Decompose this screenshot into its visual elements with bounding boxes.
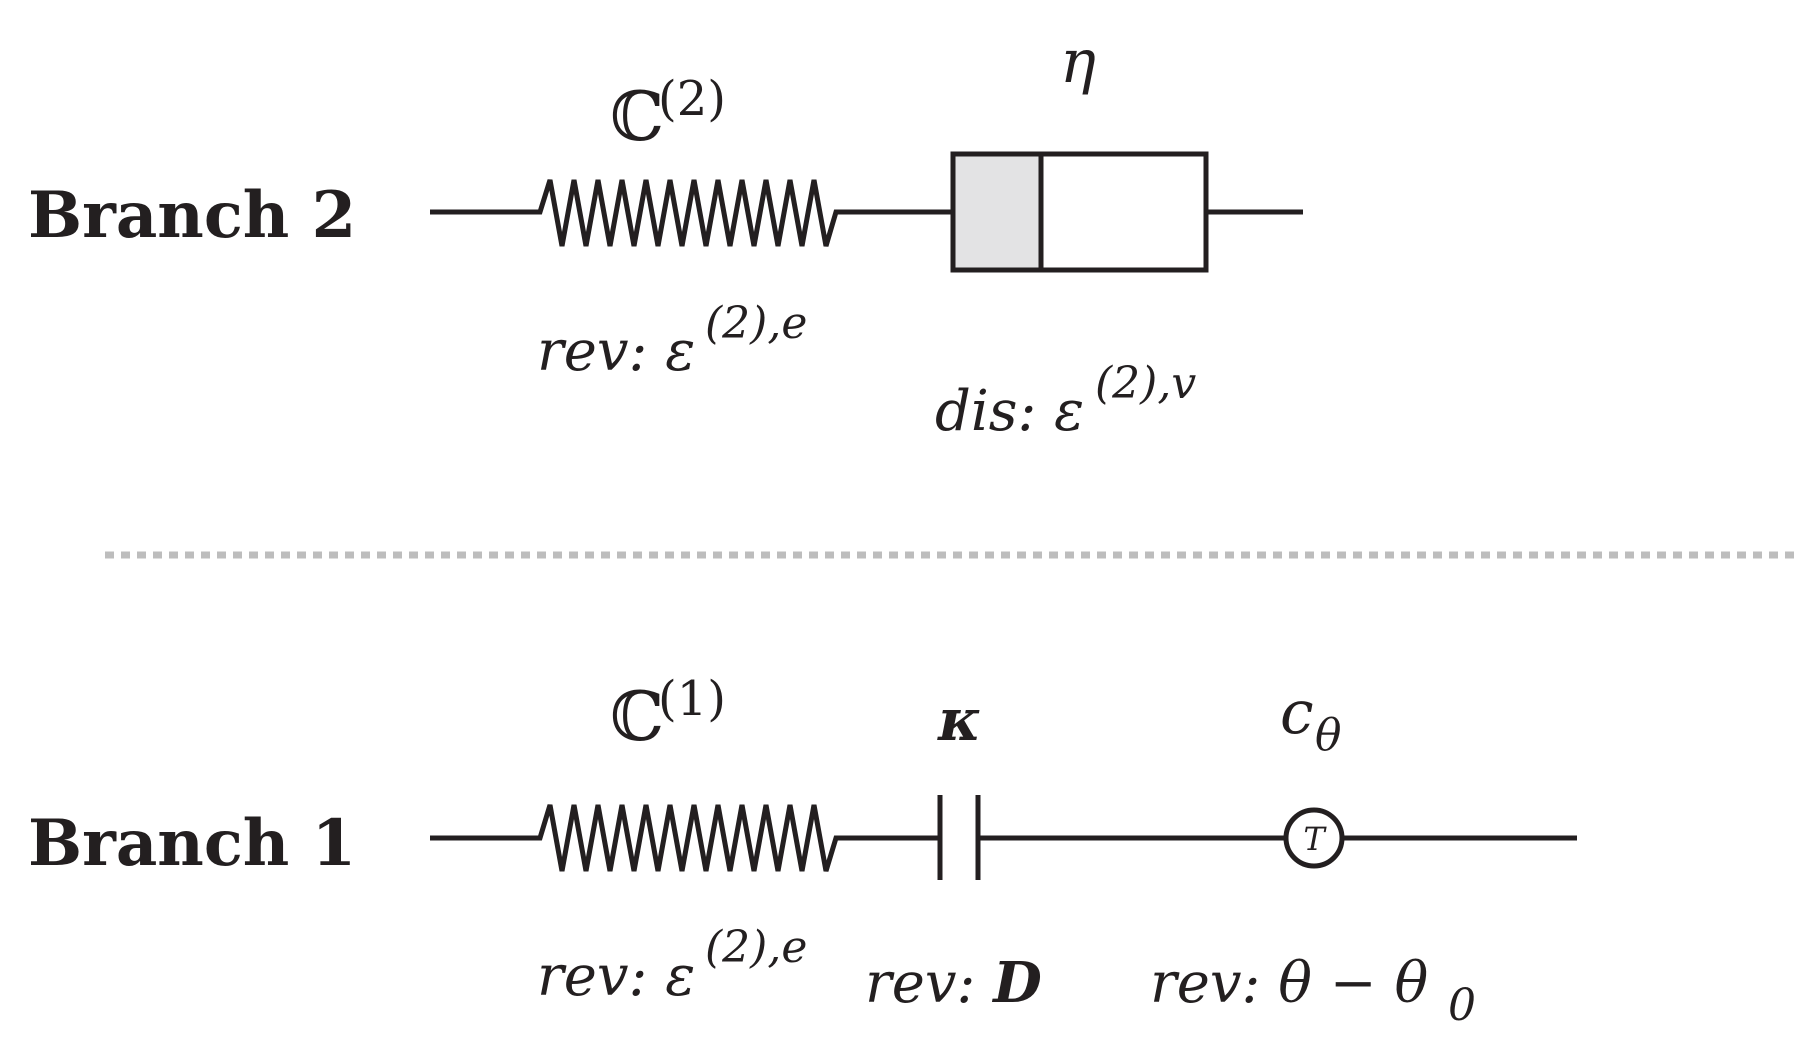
branch-1-thermal-caption: rev: θ − θ <box>1150 951 1428 1016</box>
branch-1-capacitor-caption: rev: D <box>865 950 1042 1016</box>
branch-1-thermal-node-letter: T <box>1303 820 1327 858</box>
branch-1-thermal-caption-sub: 0 <box>1448 980 1476 1031</box>
branch-1-thermal-subscript: θ <box>1315 710 1342 761</box>
branch-1-spring-caption-sup: (2),e <box>705 922 807 973</box>
branch-2-dashpot-piston <box>953 154 1041 270</box>
branch-2-spring <box>430 179 953 247</box>
branch-2-dashpot-caption: dis: ε <box>935 379 1084 444</box>
branch-2-spring-caption-sup: (2),e <box>705 298 807 349</box>
branch-1-thermal-symbol: c <box>1280 678 1314 748</box>
branch-2-label: Branch 2 <box>28 178 356 253</box>
branch-1-spring-caption: rev: ε <box>537 944 695 1009</box>
branch-1-spring-symbol: ℂ <box>610 678 664 757</box>
branch-1-spring-superscript: (1) <box>658 671 726 727</box>
branch-2-spring-superscript: (2) <box>658 71 726 127</box>
branch-1-capacitor-symbol: κ <box>937 686 981 754</box>
branch-2-dashpot-symbol: η <box>1060 27 1096 97</box>
branch-1-label: Branch 1 <box>28 806 356 881</box>
branch-2-dashpot-caption-sup: (2),v <box>1095 358 1196 409</box>
branch-2-spring-caption: rev: ε <box>537 319 695 384</box>
branch-1-spring <box>430 804 940 872</box>
branch-2-spring-symbol: ℂ <box>610 78 664 157</box>
